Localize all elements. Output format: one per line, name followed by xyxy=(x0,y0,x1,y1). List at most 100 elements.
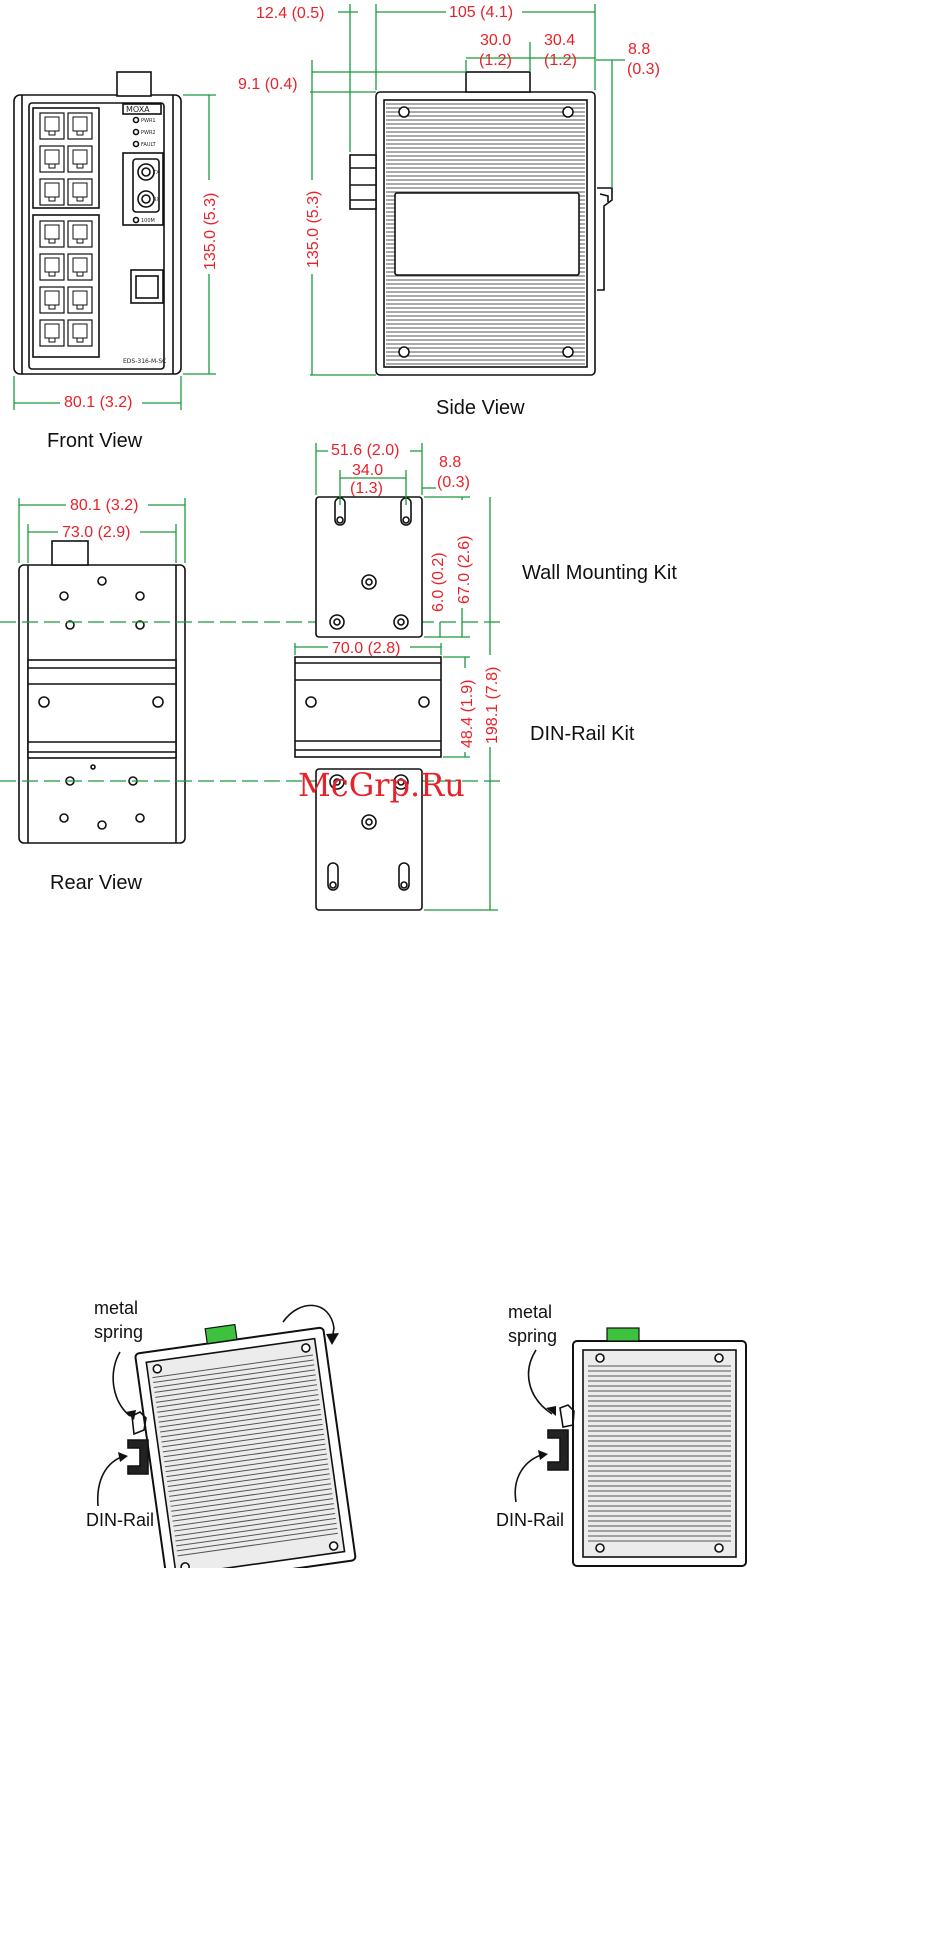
fin-line xyxy=(173,1503,334,1527)
port-group-bottom xyxy=(32,214,100,358)
fin-line xyxy=(174,1512,336,1537)
din-rail-right xyxy=(547,1429,569,1471)
din-width-dim: 70.0 (2.8) xyxy=(332,640,400,657)
fin-line xyxy=(157,1394,319,1418)
side-fin-panel xyxy=(383,99,588,368)
ethernet-port xyxy=(67,253,93,281)
rear-view-caption: Rear View xyxy=(50,872,142,894)
side-terminal-block xyxy=(465,71,531,93)
side-clip-dim-line1: 8.8 xyxy=(628,41,650,58)
watermark: McGrp.Ru xyxy=(298,766,465,804)
front-height-dim: 135.0 (5.3) xyxy=(202,193,219,270)
side-top-a-line1: 30.0 xyxy=(480,32,511,49)
led-label-pwr2: PWR2 xyxy=(141,130,156,136)
total-height-dim: 198.1 (7.8) xyxy=(484,667,501,744)
side-top-b-line2: (1.2) xyxy=(544,52,577,69)
ethernet-port xyxy=(39,220,65,248)
rotate-arrow xyxy=(282,1304,335,1341)
fin-line xyxy=(162,1423,323,1448)
fin-line xyxy=(166,1453,327,1478)
ethernet-port xyxy=(39,112,65,140)
fin-line xyxy=(169,1473,330,1497)
fin-line xyxy=(168,1468,329,1492)
mounted-terminal-block xyxy=(606,1327,640,1342)
led-label-fault: FAULT xyxy=(141,142,157,148)
fin-line xyxy=(152,1354,313,1379)
console-port xyxy=(130,269,164,304)
fin-line xyxy=(160,1408,321,1433)
front-dimensions: 80.1 (3.2) 135.0 (5.3) xyxy=(13,94,219,411)
ethernet-ports xyxy=(39,112,93,347)
left-rail-label: DIN-Rail xyxy=(86,1510,154,1530)
wall-small-dim: 6.0 (0.2) xyxy=(430,552,447,612)
ethernet-port xyxy=(67,145,93,173)
fin-line xyxy=(153,1359,314,1384)
fin-line xyxy=(159,1404,320,1428)
front-width-dim: 80.1 (3.2) xyxy=(64,394,132,411)
ethernet-port xyxy=(39,145,65,173)
rear-outer-width-dim: 80.1 (3.2) xyxy=(70,497,138,514)
right-rail-label: DIN-Rail xyxy=(496,1510,564,1530)
wall-hole-spacing-line2: (1.3) xyxy=(350,480,383,497)
ethernet-port xyxy=(67,220,93,248)
wall-mount-plate-top xyxy=(315,496,423,638)
wall-hole-spacing-line1: 34.0 xyxy=(352,462,383,479)
fiber-module xyxy=(122,152,164,226)
rear-din-rail xyxy=(27,659,177,759)
fin-line xyxy=(171,1488,332,1512)
wall-kit-caption: Wall Mounting Kit xyxy=(522,562,677,584)
fin-line xyxy=(176,1527,338,1552)
fin-line xyxy=(167,1458,328,1483)
ethernet-port xyxy=(39,286,65,314)
fin-line xyxy=(164,1443,326,1468)
fin-line xyxy=(163,1433,325,1458)
install-tilted xyxy=(96,1304,357,1568)
side-view-caption: Side View xyxy=(436,397,525,419)
wall-depth-line1: 8.8 xyxy=(439,454,461,471)
fin-line xyxy=(161,1418,322,1443)
ethernet-port xyxy=(67,178,93,206)
din-rail-left xyxy=(127,1439,149,1475)
fin-line xyxy=(155,1379,317,1403)
fin-line xyxy=(157,1389,318,1413)
side-top-a-line2: (1.2) xyxy=(479,52,512,69)
fin-line xyxy=(156,1384,318,1408)
rear-inner-width-dim: 73.0 (2.9) xyxy=(62,524,130,541)
front-housing xyxy=(13,94,182,375)
side-label-plate xyxy=(394,192,580,276)
fin-line xyxy=(154,1369,316,1393)
fin-line xyxy=(171,1493,333,1517)
drawing-canvas: MOXA PWR1 PWR2 FAULT TX RX 100M EDS-316-… xyxy=(0,2,747,1568)
side-depth-dim: 105 (4.1) xyxy=(449,4,513,21)
side-top-b-line1: 30.4 xyxy=(544,32,575,49)
port-group-top xyxy=(32,107,100,209)
fin-line xyxy=(162,1428,324,1453)
side-height-dim: 135.0 (5.3) xyxy=(305,191,322,268)
ethernet-port xyxy=(39,253,65,281)
led-label-pwr1: PWR1 xyxy=(141,118,156,124)
fin-line xyxy=(153,1364,315,1388)
side-dimensions: 105 (4.1) 12.4 (0.5) 9.1 (0.4) 135.0 (5.… xyxy=(238,2,660,376)
ethernet-port xyxy=(67,112,93,140)
model-label: EDS-316-M-SC xyxy=(123,358,166,365)
fiber-rx-label: RX xyxy=(153,197,160,203)
tilted-terminal-block xyxy=(204,1323,238,1345)
wall-depth-line2: (0.3) xyxy=(437,474,470,491)
fin-line xyxy=(176,1522,337,1547)
side-top-offset-dim: 9.1 (0.4) xyxy=(238,76,298,93)
left-spring-label-line2: spring xyxy=(94,1322,143,1342)
fin-line xyxy=(175,1517,336,1542)
front-panel xyxy=(28,102,165,370)
din-clip xyxy=(597,187,613,291)
ethernet-port xyxy=(67,319,93,347)
fin-line xyxy=(169,1478,331,1502)
metal-spring-left xyxy=(131,1411,147,1436)
fin-line xyxy=(167,1463,329,1488)
install-mounted xyxy=(514,1327,747,1567)
right-spring-label-line2: spring xyxy=(508,1326,557,1346)
wall-height-dim: 67.0 (2.6) xyxy=(456,536,473,604)
din-kit-caption: DIN-Rail Kit xyxy=(530,723,635,745)
side-clip-dim-line2: (0.3) xyxy=(627,61,660,78)
rear-dimensions: 80.1 (3.2) 73.0 (2.9) xyxy=(18,494,186,563)
wall-width-dim: 51.6 (2.0) xyxy=(331,442,399,459)
